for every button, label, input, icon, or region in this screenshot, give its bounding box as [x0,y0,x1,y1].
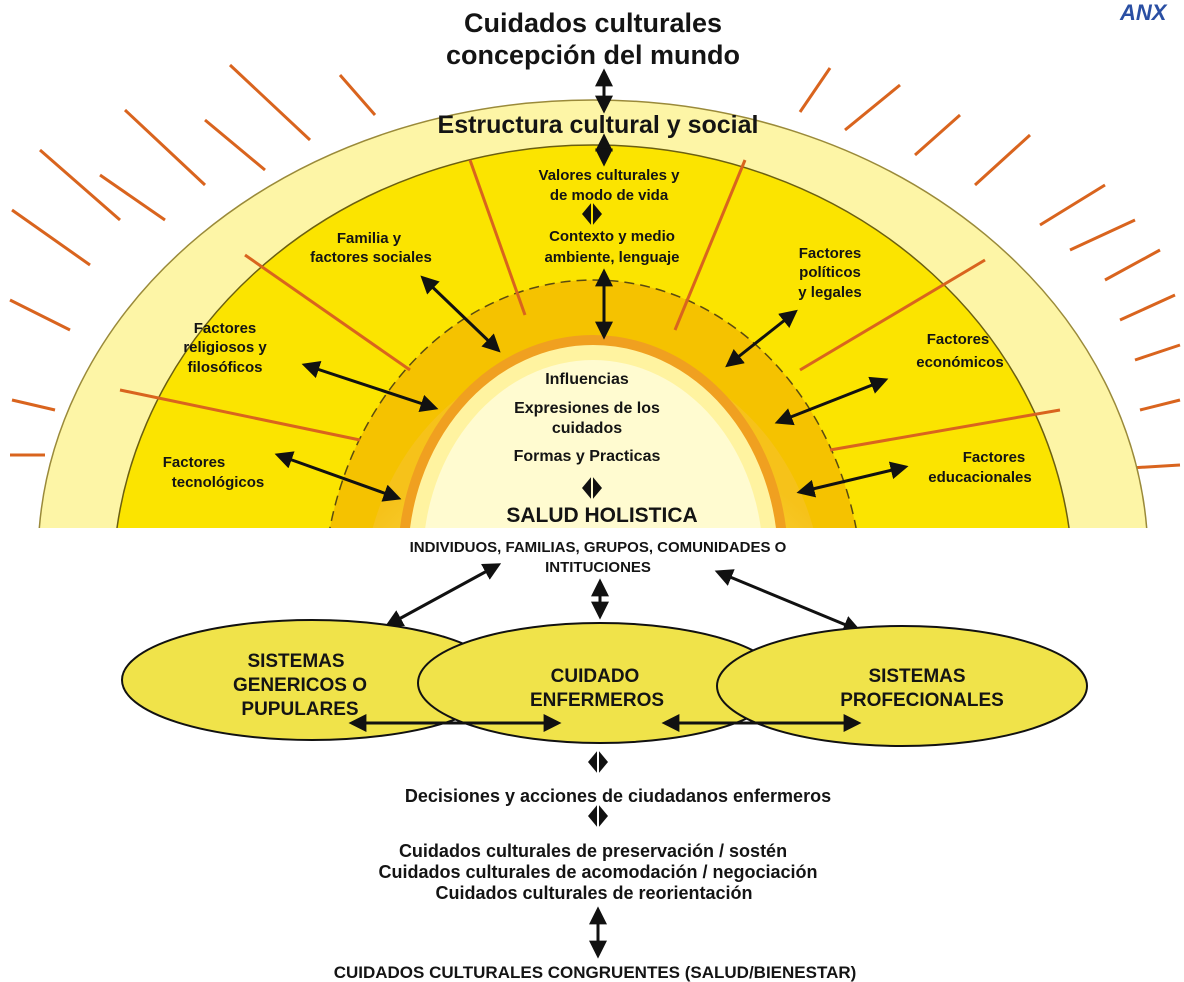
decisiones-label: Decisiones y acciones de ciudadanos enfe… [405,786,831,806]
expresiones-label-1: Expresiones de los [514,400,660,417]
religiosos-label-3: filosóficos [187,359,262,376]
politicos-label-1: Factores [799,245,862,262]
tecnologicos-label-1: Factores [163,454,226,471]
religiosos-label-1: Factores [194,320,257,337]
influencias-label: Influencias [545,371,629,388]
center-egg-inner [425,360,761,528]
care-preservation-label: Cuidados culturales de preservación / so… [399,841,787,861]
contexto-label-1: Contexto y medio [549,228,675,245]
formas-label: Formas y Practicas [514,448,661,465]
nursing-care-label-2: ENFERMEROS [530,690,664,711]
generic-systems-label-2: GENERICOS O [233,675,367,696]
diamond-symbols [582,202,608,828]
tecnologicos-label-2: tecnológicos [172,474,265,491]
salud-holistica-label: SALUD HOLISTICA [506,504,697,527]
dome-arrows [274,68,909,502]
religiosos-label-2: religiosos y [183,339,267,356]
title-line-1: Cuidados culturales [464,8,722,38]
politicos-label-3: y legales [798,284,861,301]
politicos-label-2: políticos [799,264,861,281]
familia-label-2: factores sociales [310,249,432,266]
professional-systems-label-1: SISTEMAS [868,666,965,687]
care-accommodation-label: Cuidados culturales de acomodación / neg… [378,862,817,882]
care-reorientation-label: Cuidados culturales de reorientación [435,883,752,903]
individuos-label-1: INDIVIDUOS, FAMILIAS, GRUPOS, COMUNIDADE… [410,539,787,556]
sector-dividers [119,159,1061,452]
valores-label-2: de modo de vida [550,187,669,204]
economicos-label-2: económicos [916,354,1004,371]
final-outcome-label: CUIDADOS CULTURALES CONGRUENTES (SALUD/B… [334,963,857,982]
professional-systems-label-2: PROFECIONALES [840,690,1004,711]
individuos-label-2: INTITUCIONES [545,559,651,576]
expresiones-label-2: cuidados [552,420,622,437]
valores-label-1: Valores culturales y [539,167,681,184]
generic-systems-label-3: PUPULARES [241,699,358,720]
corner-logo: ANX [1119,0,1168,25]
educacionales-label-2: educacionales [928,469,1031,486]
economicos-label-1: Factores [927,331,990,348]
sun-dome [9,63,1181,528]
structure-label: Estructura cultural y social [438,111,759,139]
educacionales-label-1: Factores [963,449,1026,466]
sun-rays [9,63,1181,470]
generic-systems-label-1: SISTEMAS [247,651,344,672]
nursing-care-label-1: CUIDADO [551,666,640,687]
contexto-label-2: ambiente, lenguaje [544,249,679,266]
familia-label-1: Familia y [337,230,402,247]
title-line-2: concepción del mundo [446,40,740,70]
middle-arrows [384,563,862,633]
